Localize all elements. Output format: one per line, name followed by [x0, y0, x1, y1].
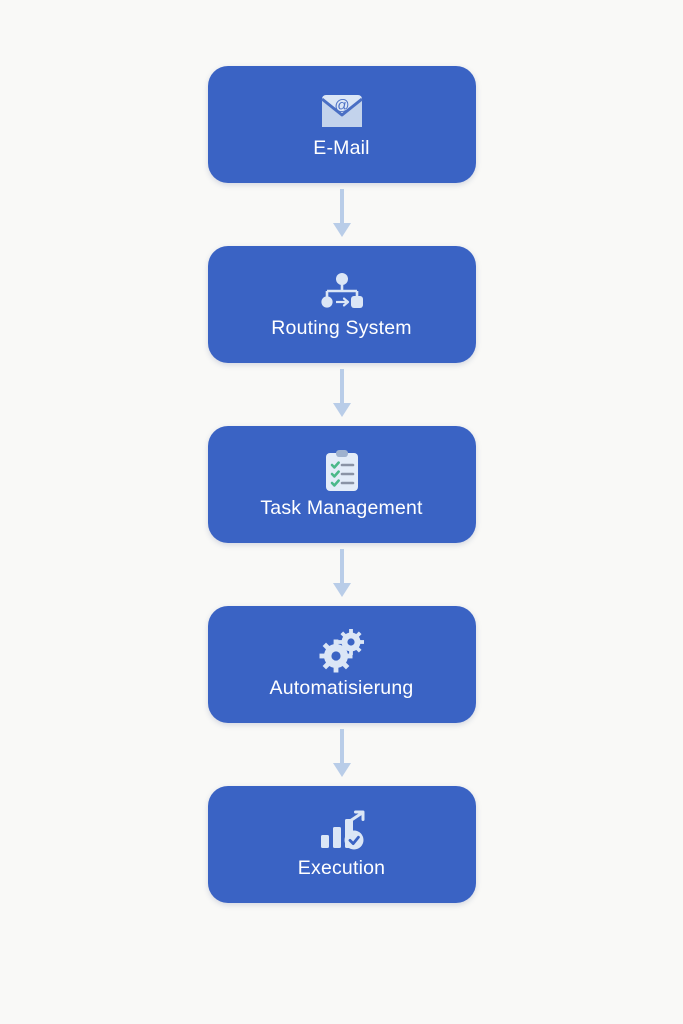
flow-connector-arrow-4 [328, 723, 356, 786]
flow-node-email[interactable]: @ E-Mail [207, 66, 476, 183]
flow-node-label: Execution [297, 856, 386, 879]
sitemap-arrow-icon [319, 270, 365, 312]
flow-node-automation[interactable]: Automatisierung [207, 606, 476, 723]
flow-node-routing[interactable]: Routing System [207, 246, 476, 363]
flow-node-label: E-Mail [313, 136, 370, 159]
svg-text:@: @ [334, 97, 349, 114]
flow-connector-arrow-1 [328, 183, 356, 246]
flow-connector-arrow-3 [328, 543, 356, 606]
flow-connector-arrow-2 [328, 363, 356, 426]
flow-node-label: Automatisierung [269, 676, 414, 699]
flow-node-execution[interactable]: Execution [207, 786, 476, 903]
clipboard-check-icon [319, 449, 365, 492]
flow-node-tasks[interactable]: Task Management [207, 426, 476, 543]
flow-node-label: Routing System [271, 316, 412, 339]
bar-chart-check-icon [319, 810, 365, 852]
flow-node-label: Task Management [260, 496, 423, 519]
gears-icon [319, 628, 365, 673]
envelope-at-icon: @ [319, 90, 365, 132]
